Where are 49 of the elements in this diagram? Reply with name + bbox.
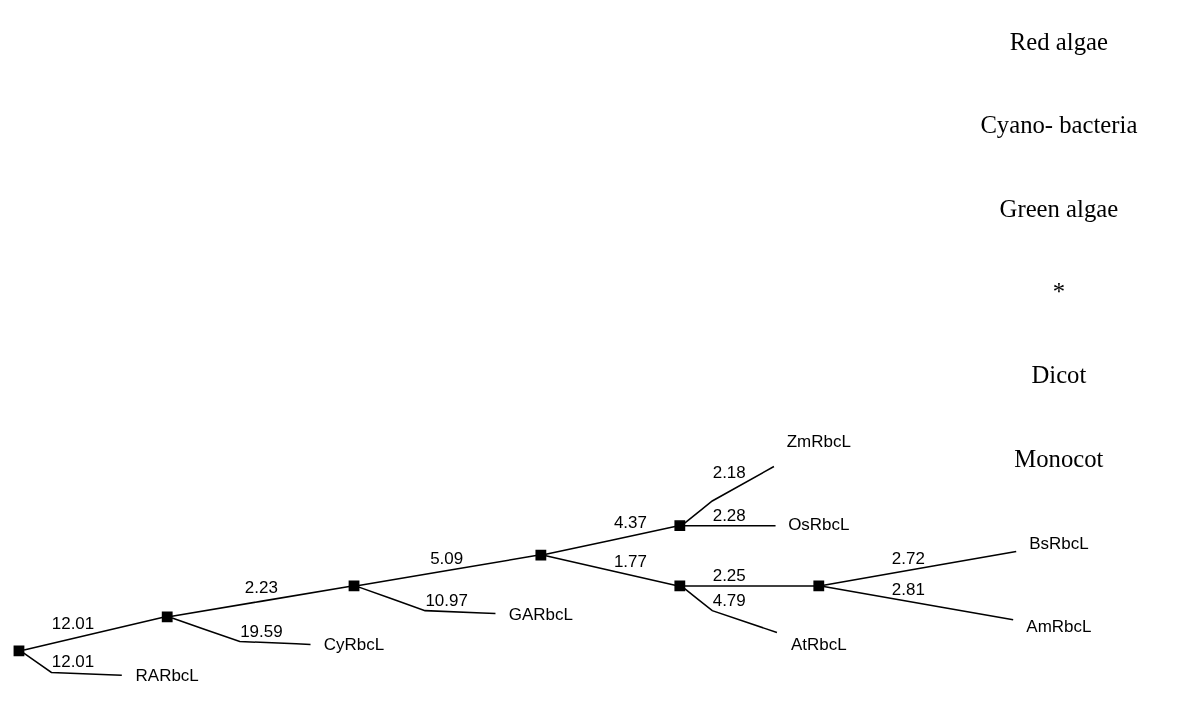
node-text: CyRbcL — [323, 634, 385, 654]
edge-label: 10.97 — [425, 590, 468, 610]
node-box — [13, 644, 25, 656]
node-box — [161, 610, 173, 622]
connector — [822, 550, 1017, 586]
connector — [23, 651, 123, 676]
edge-label: 2.81 — [891, 579, 925, 599]
connector — [358, 585, 497, 614]
connector — [683, 465, 775, 524]
edge-label: 2.18 — [712, 462, 746, 482]
connector — [545, 554, 676, 586]
node-text: BsRbcL — [1029, 533, 1089, 553]
label: Monocot — [1014, 444, 1104, 472]
node-box — [674, 519, 686, 531]
edge-label: 2.25 — [712, 565, 746, 585]
label: * — [1052, 277, 1066, 305]
edge-label: 12.01 — [51, 651, 95, 671]
connector — [171, 585, 350, 617]
edge-label: 19.59 — [240, 621, 283, 641]
connector — [683, 587, 778, 633]
node-box — [348, 580, 360, 591]
node-text: ZmRbcL — [786, 431, 851, 451]
connector — [23, 616, 163, 651]
node-box — [674, 580, 686, 591]
node-text: AtRbcL — [790, 634, 847, 654]
connector — [171, 616, 312, 645]
node-text: GARbcL — [508, 604, 573, 624]
edge-label: 2.23 — [244, 577, 278, 597]
node-text: OsRbcL — [788, 514, 850, 534]
label: Cyano- bacteria — [980, 110, 1138, 138]
label: Red algae — [1009, 27, 1108, 55]
connector — [545, 525, 676, 555]
node-box — [535, 549, 547, 560]
edge-label: 5.09 — [430, 548, 464, 568]
edge-label: 4.79 — [712, 590, 746, 610]
node-box — [813, 580, 825, 591]
node-text: AmRbcL — [1026, 616, 1092, 636]
label: Dicot — [1031, 360, 1087, 388]
node-text: RARbcL — [135, 665, 199, 685]
edge-label: 4.37 — [613, 512, 647, 532]
edge-label: 2.72 — [891, 548, 925, 568]
edge-label: 1.77 — [613, 551, 647, 571]
connector — [683, 584, 815, 587]
connector — [822, 585, 1014, 621]
connector — [683, 524, 777, 526]
edge-label: 12.01 — [51, 613, 95, 633]
label: Green algae — [999, 194, 1119, 222]
connector — [358, 554, 537, 586]
edge-label: 2.28 — [712, 505, 746, 525]
